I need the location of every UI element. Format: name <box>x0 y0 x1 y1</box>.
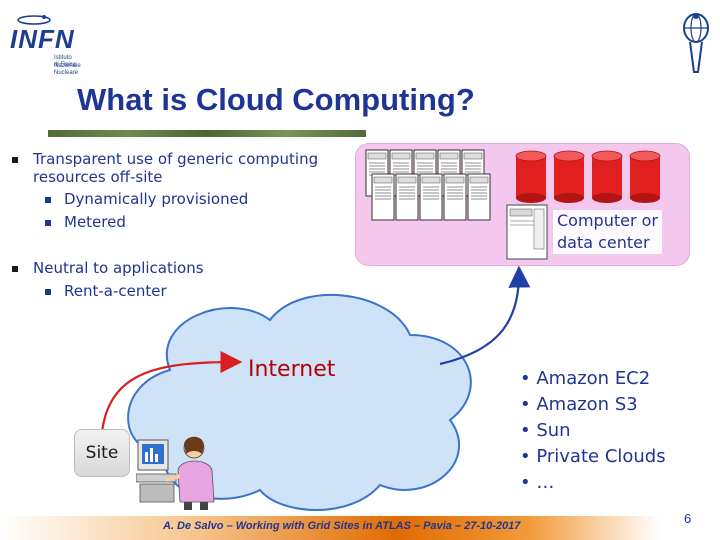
subbullet-2: Metered <box>64 213 126 231</box>
storage-disks-icon <box>515 150 661 204</box>
title-underline <box>48 130 366 137</box>
datacenter-label-line-1: Computer or <box>557 211 658 230</box>
infn-logo-mark <box>17 15 51 25</box>
bullet-1-line-2: resources off-site <box>33 168 163 186</box>
infn-logo-subtitle-2: di Fisica Nucleare <box>54 62 79 76</box>
user-at-computer-icon <box>136 436 215 510</box>
site-box: Site <box>74 429 130 477</box>
list-item: • Sun <box>520 420 571 441</box>
page-title: What is Cloud Computing? <box>77 82 475 117</box>
provider-label-3: Sun <box>536 420 571 441</box>
subbullet-marker-2 <box>45 220 51 226</box>
provider-label-1: Amazon EC2 <box>536 368 651 389</box>
workstation-icon <box>506 204 548 260</box>
list-item: • … <box>520 472 555 493</box>
infn-logo-subtitle-1: Istituto Nazionale <box>54 55 81 69</box>
datacenter-label-line-2: data center <box>557 233 650 252</box>
list-item: • Amazon S3 <box>520 394 638 415</box>
provider-list: • Amazon EC2 • Amazon S3 • Sun • Private… <box>520 366 666 496</box>
subbullet-3: Rent-a-center <box>64 282 167 300</box>
list-item: • Amazon EC2 <box>520 368 651 389</box>
subbullet-1: Dynamically provisioned <box>64 190 249 208</box>
bullet-1-line-1: Transparent use of generic computing <box>33 150 319 168</box>
list-item: • Private Clouds <box>520 446 666 467</box>
server-racks-icon <box>365 149 491 221</box>
bullet-marker-2 <box>12 266 18 272</box>
page-number: 6 <box>684 511 692 526</box>
footer-text: A. De Salvo – Working with Grid Sites in… <box>163 520 521 532</box>
subbullet-marker-3 <box>45 289 51 295</box>
provider-label-4: Private Clouds <box>536 446 666 467</box>
bullet-marker-1 <box>12 157 18 163</box>
internet-label: Internet <box>248 357 336 382</box>
infn-logo-text: INFN <box>10 24 75 54</box>
infn-logo: INFN Istituto Nazionale di Fisica Nuclea… <box>10 10 100 76</box>
datacenter-label: Computer or data center <box>553 210 662 254</box>
subbullet-marker-1 <box>45 197 51 203</box>
footer-bar <box>0 516 660 540</box>
emblem-icon <box>683 13 709 73</box>
bullet-2-line-1: Neutral to applications <box>33 259 204 277</box>
provider-label-2: Amazon S3 <box>536 394 638 415</box>
provider-label-5: … <box>536 472 555 493</box>
